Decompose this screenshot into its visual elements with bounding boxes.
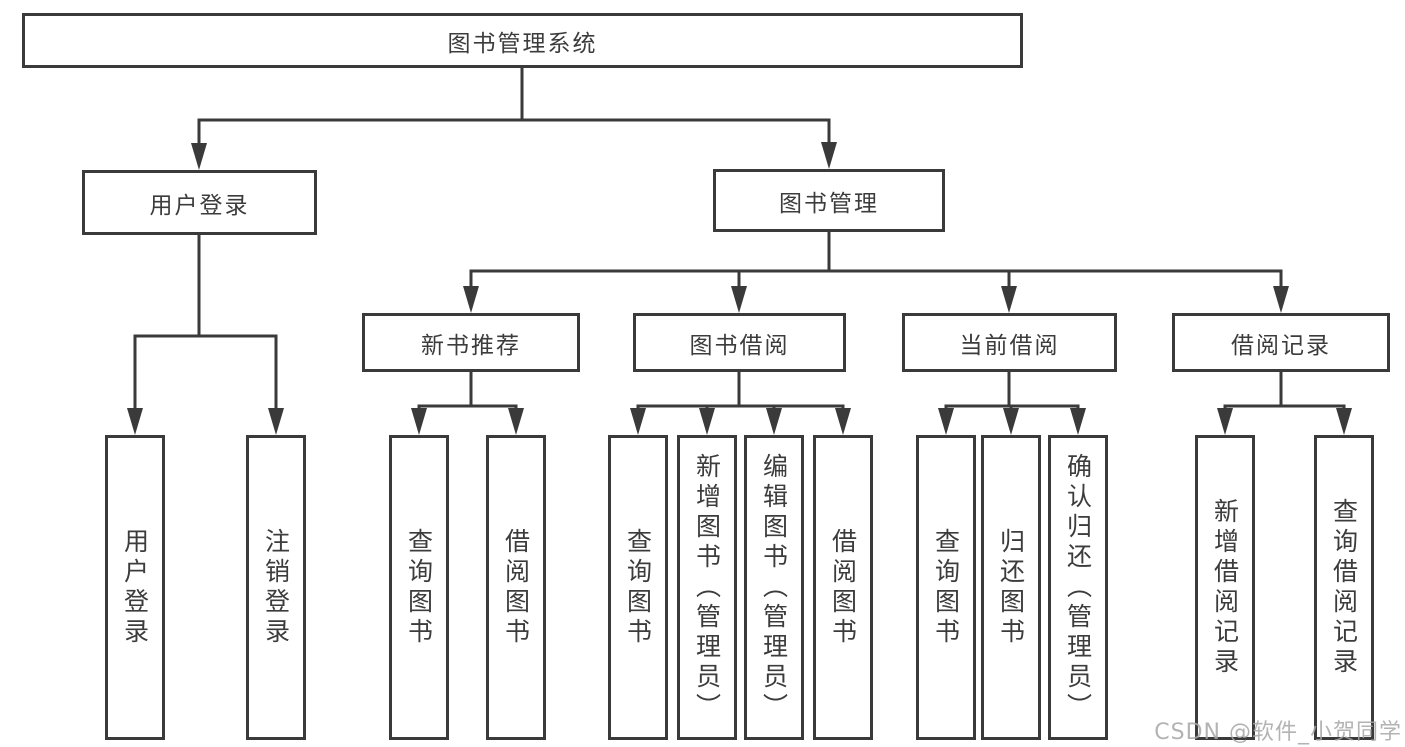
connector-new-book-children bbox=[417, 372, 518, 415]
leaf-borrow-books-2: 借阅图书 bbox=[813, 435, 873, 740]
node-book-management-label: 图书管理 bbox=[779, 190, 879, 217]
leaf-add-borrow-record: 新增借阅记录 bbox=[1195, 435, 1255, 740]
leaf-edit-books-admin-label: 编辑图书（管理员） bbox=[759, 452, 789, 723]
leaf-confirm-return-admin-label: 确认归还（管理员） bbox=[1063, 452, 1093, 723]
leaf-user-login: 用户登录 bbox=[105, 435, 165, 740]
leaf-logout: 注销登录 bbox=[246, 435, 306, 740]
node-new-book-recommend-label: 新书推荐 bbox=[421, 332, 521, 359]
node-borrow-records: 借阅记录 bbox=[1172, 313, 1390, 372]
node-new-book-recommend: 新书推荐 bbox=[362, 313, 580, 372]
leaf-logout-label: 注销登录 bbox=[261, 527, 291, 648]
node-book-management: 图书管理 bbox=[713, 169, 945, 232]
leaf-return-books-label: 归还图书 bbox=[996, 527, 1026, 648]
leaf-query-books-label: 查询图书 bbox=[404, 527, 434, 648]
leaf-query-borrow-record: 查询借阅记录 bbox=[1314, 435, 1374, 740]
leaf-query-books-3-label: 查询图书 bbox=[931, 527, 961, 648]
connector-book-borrow-children bbox=[636, 372, 845, 415]
leaf-return-books: 归还图书 bbox=[981, 435, 1041, 740]
leaf-query-books-2: 查询图书 bbox=[608, 435, 668, 740]
node-root-label: 图书管理系统 bbox=[447, 30, 598, 57]
leaf-add-books-admin-label: 新增图书（管理员） bbox=[692, 452, 722, 723]
connector-root-to-level2 bbox=[197, 68, 831, 150]
leaf-add-borrow-record-label: 新增借阅记录 bbox=[1210, 497, 1240, 678]
connector-borrow-records-children bbox=[1223, 372, 1346, 415]
node-current-borrow: 当前借阅 bbox=[902, 313, 1117, 372]
connector-book-mgmt-children bbox=[469, 232, 1283, 295]
leaf-user-login-label: 用户登录 bbox=[120, 527, 150, 648]
node-current-borrow-label: 当前借阅 bbox=[959, 332, 1060, 359]
leaf-query-books-3: 查询图书 bbox=[916, 435, 976, 740]
leaf-borrow-books-label: 借阅图书 bbox=[501, 527, 531, 648]
leaf-borrow-books: 借阅图书 bbox=[486, 435, 546, 740]
leaf-edit-books-admin: 编辑图书（管理员） bbox=[744, 435, 804, 740]
leaf-query-borrow-record-label: 查询借阅记录 bbox=[1329, 497, 1359, 678]
leaf-confirm-return-admin: 确认归还（管理员） bbox=[1048, 435, 1108, 740]
node-book-borrow-label: 图书借阅 bbox=[689, 332, 790, 359]
connector-user-login-children bbox=[133, 235, 278, 415]
csdn-watermark: CSDN @软件_小贺同学 bbox=[1154, 720, 1402, 745]
leaf-query-books-2-label: 查询图书 bbox=[623, 527, 653, 648]
node-borrow-records-label: 借阅记录 bbox=[1231, 332, 1331, 359]
leaf-query-books: 查询图书 bbox=[389, 435, 449, 740]
leaf-add-books-admin: 新增图书（管理员） bbox=[677, 435, 737, 740]
node-book-borrow: 图书借阅 bbox=[633, 313, 846, 372]
node-user-login: 用户登录 bbox=[82, 170, 317, 235]
leaf-borrow-books-2-label: 借阅图书 bbox=[828, 527, 858, 648]
node-root: 图书管理系统 bbox=[22, 13, 1023, 68]
node-user-login-label: 用户登录 bbox=[149, 192, 250, 219]
